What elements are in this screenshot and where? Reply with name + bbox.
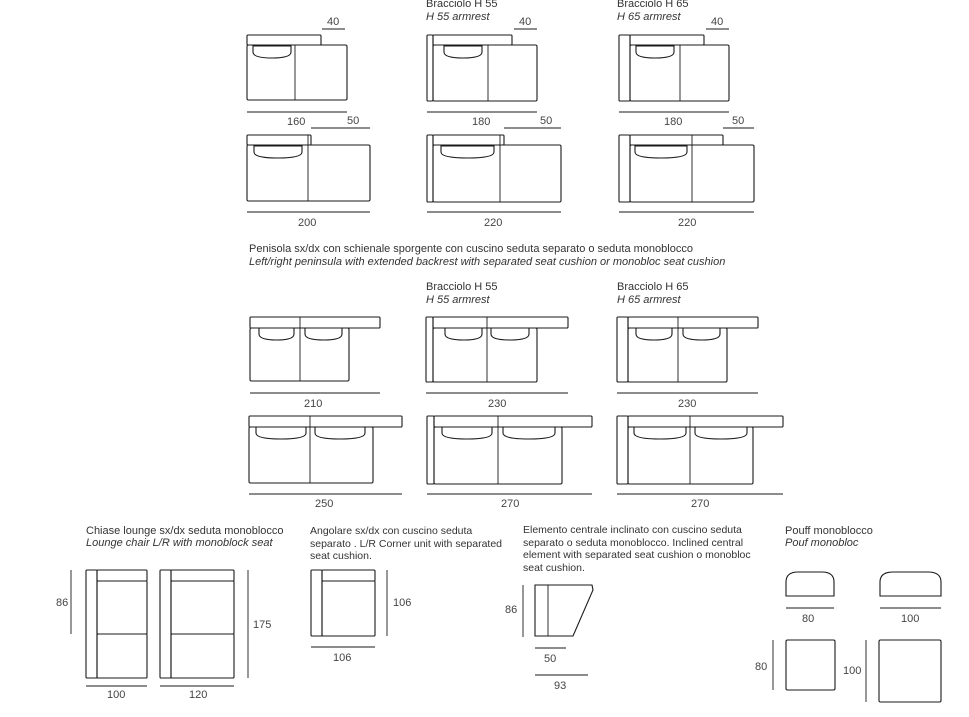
dim-r4-width-c: 270 <box>691 498 710 510</box>
sofa-200-drawing <box>246 127 371 213</box>
dim-lounge-length: 175 <box>253 619 272 631</box>
dim-lounge-width-a: 100 <box>107 689 126 701</box>
dim-r1-depth-a: 40 <box>327 16 340 28</box>
dim-pouf-width-a: 80 <box>802 613 815 625</box>
peninsula-210-drawing <box>249 316 381 394</box>
dim-r4-width-a: 250 <box>315 498 334 510</box>
dim-r1-width-b: 180 <box>472 116 491 128</box>
dim-r1-width-a: 160 <box>287 116 306 128</box>
dim-r3-width-a: 210 <box>304 398 323 410</box>
peninsula-250-drawing <box>248 415 403 495</box>
armrest-h65-label: Bracciolo H 65 <box>617 0 689 10</box>
lounge-caption: Chiase lounge sx/dx seduta monoblocco <box>86 525 284 537</box>
dim-pouf-depth-a: 80 <box>755 661 768 673</box>
dim-lounge-depth: 86 <box>56 597 69 609</box>
dim-r1-depth-b: 40 <box>519 16 532 28</box>
sofa-220-h55-drawing <box>426 127 562 213</box>
dim-corner-depth: 106 <box>393 597 412 609</box>
armrest-h55-label-2: Bracciolo H 55 <box>426 281 498 293</box>
dim-r3-width-c: 230 <box>678 398 697 410</box>
pouf-caption: Pouff monoblocco <box>785 525 873 537</box>
dim-r4-width-b: 270 <box>501 498 520 510</box>
armrest-h55-label-2-en: H 55 armrest <box>426 294 490 306</box>
pouf-drawing <box>772 571 942 703</box>
peninsula-230-h55-drawing <box>425 316 569 394</box>
dim-central-width-b: 93 <box>554 680 567 692</box>
central-element-drawing <box>522 584 594 676</box>
dim-r3-width-b: 230 <box>488 398 507 410</box>
dim-corner-width: 106 <box>333 652 352 664</box>
dim-r1-width-c: 180 <box>664 116 683 128</box>
armrest-h55-label-en: H 55 armrest <box>426 11 490 23</box>
sofa-220-h65-drawing <box>618 127 755 213</box>
armrest-h65-label-2: Bracciolo H 65 <box>617 281 689 293</box>
dim-r2-depth-b: 50 <box>540 115 553 127</box>
sofa-180-h55-drawing <box>426 28 538 113</box>
dim-pouf-depth-b: 100 <box>843 665 862 677</box>
pouf-caption-en: Pouf monobloc <box>785 537 859 549</box>
armrest-h65-label-en: H 65 armrest <box>617 11 681 23</box>
dim-r2-width-a: 200 <box>298 217 317 229</box>
dim-r2-width-b: 220 <box>484 217 503 229</box>
corner-caption: Angolare sx/dx con cuscino seduta separa… <box>310 525 503 562</box>
peninsula-270-h55-drawing <box>426 415 593 495</box>
dim-r2-depth-a: 50 <box>347 115 360 127</box>
dim-lounge-width-b: 120 <box>189 689 208 701</box>
peninsula-caption-en: Left/right peninsula with extended backr… <box>249 256 726 268</box>
peninsula-230-h65-drawing <box>616 316 759 394</box>
dim-r2-depth-c: 50 <box>732 115 745 127</box>
dim-central-width-a: 50 <box>544 653 557 665</box>
armrest-h55-label: Bracciolo H 55 <box>426 0 498 10</box>
corner-unit-drawing <box>310 569 388 648</box>
peninsula-270-h65-drawing <box>616 415 784 495</box>
dim-r2-width-c: 220 <box>678 217 697 229</box>
sofa-180-h65-drawing <box>618 28 730 113</box>
peninsula-caption: Penisola sx/dx con schienale sporgente c… <box>249 243 693 255</box>
dim-pouf-width-b: 100 <box>901 613 920 625</box>
dim-r1-depth-c: 40 <box>711 16 724 28</box>
sofa-160-drawing <box>246 28 348 113</box>
lounge-caption-en: Lounge chair L/R with monoblock seat <box>86 537 273 549</box>
central-caption: Elemento centrale inclinato con cuscino … <box>523 524 751 574</box>
dim-central-depth: 86 <box>505 604 518 616</box>
lounge-chair-drawing <box>70 569 249 687</box>
armrest-h65-label-2-en: H 65 armrest <box>617 294 681 306</box>
